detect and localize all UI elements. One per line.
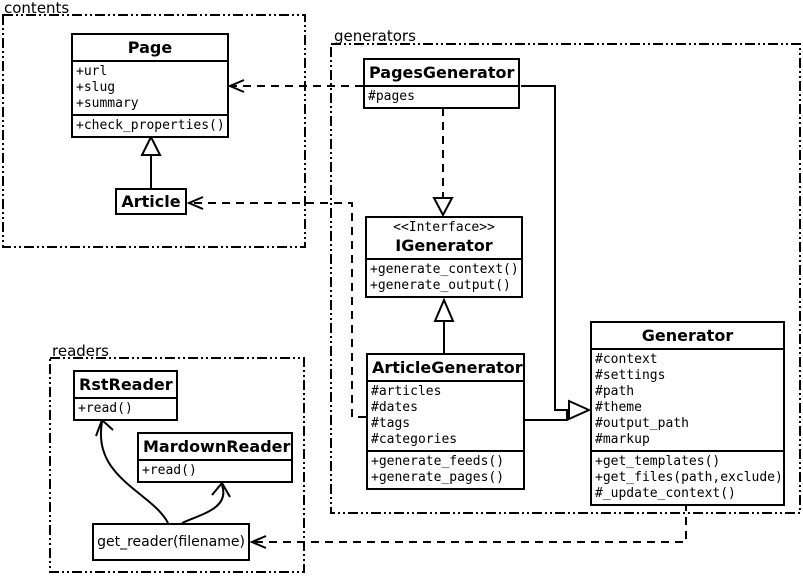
attribute: #pages: [368, 89, 415, 104]
function-get-reader-label: get_reader(filename): [97, 534, 245, 550]
attribute: #settings: [595, 368, 666, 383]
class-rstreader: RstReader +read(): [73, 370, 178, 421]
package-border-contents: [2, 14, 306, 248]
attribute: #path: [595, 384, 635, 399]
attribute: #articles: [371, 384, 442, 399]
arrowhead-into-getreader: [249, 535, 267, 549]
class-articlegenerator-title: ArticleGenerator: [372, 358, 523, 377]
attribute: +slug: [76, 80, 116, 95]
class-page-attributes: +url +slug +summary: [73, 60, 227, 114]
triangle-at-igenerator-top: [432, 197, 454, 218]
edge-articlegenerator-extends-generator: [525, 411, 568, 421]
class-rstreader-methods: +read(): [75, 397, 176, 419]
arrowhead-into-page: [227, 79, 245, 93]
class-pagesgenerator: PagesGenerator #pages: [363, 58, 520, 109]
class-mardownreader-methods: +read(): [139, 459, 291, 481]
class-page: Page +url +slug +summary +check_properti…: [71, 33, 229, 138]
class-mardownreader: MardownReader +read(): [137, 432, 293, 483]
class-generator: Generator #context #settings #path #them…: [590, 321, 785, 506]
package-label-generators: generators: [334, 27, 416, 45]
class-igenerator: <<Interface>> IGenerator +generate_conte…: [365, 216, 523, 298]
method: +read(): [142, 463, 197, 478]
attribute: #tags: [371, 416, 411, 431]
function-get-reader: get_reader(filename): [92, 523, 250, 561]
method: +generate_feeds(): [371, 454, 505, 469]
package-border-generators: [330, 43, 801, 514]
class-articlegenerator: ArticleGenerator #articles #dates #tags …: [366, 353, 525, 490]
class-page-methods: +check_properties(): [73, 114, 227, 136]
class-pagesgenerator-attributes: #pages: [365, 85, 518, 107]
class-articlegenerator-methods: +generate_feeds() +generate_pages(): [368, 450, 523, 488]
edge-getreader-to-rstreader: [99, 421, 169, 524]
method: #_update_context(): [595, 486, 736, 501]
class-generator-methods: +get_templates() +get_files(path,exclude…: [592, 450, 783, 504]
class-article: Article: [115, 188, 187, 215]
attribute: #theme: [595, 400, 642, 415]
attribute: #context: [595, 352, 658, 367]
method: +get_files(path,exclude): [595, 470, 783, 485]
triangle-at-igenerator-bottom: [433, 297, 455, 322]
method: +generate_context(): [370, 262, 519, 277]
package-label-contents: contents: [4, 0, 70, 17]
method: +generate_output(): [370, 278, 511, 293]
attribute: +summary: [76, 96, 139, 111]
arrowhead-into-mardownreader: [211, 481, 231, 498]
attribute: +url: [76, 64, 108, 79]
class-igenerator-title: IGenerator: [395, 236, 493, 255]
class-igenerator-stereotype: <<Interface>>: [393, 220, 495, 235]
class-rstreader-title: RstReader: [79, 375, 173, 394]
method: +get_templates(): [595, 454, 721, 469]
triangle-at-generator: [568, 399, 592, 421]
method: +read(): [78, 401, 133, 416]
class-article-title: Article: [121, 192, 181, 211]
method: +generate_pages(): [371, 470, 505, 485]
method: +check_properties(): [76, 118, 225, 133]
attribute: #categories: [371, 432, 458, 447]
edge-articlegenerator-uses-article: [191, 202, 366, 418]
edge-getreader-to-mardownreader: [181, 484, 225, 524]
edge-generator-uses-getreader: [254, 503, 687, 543]
package-label-readers: readers: [52, 342, 109, 360]
package-border-readers: [49, 357, 305, 573]
edge-pagesgenerator-extends-generator: [521, 85, 569, 411]
attribute: #markup: [595, 432, 650, 447]
arrowhead-into-rstreader: [95, 418, 114, 437]
class-pagesgenerator-title: PagesGenerator: [369, 63, 515, 82]
class-mardownreader-title: MardownReader: [143, 437, 291, 456]
class-generator-title: Generator: [641, 326, 734, 345]
attribute: #dates: [371, 400, 418, 415]
class-igenerator-methods: +generate_context() +generate_output(): [367, 258, 521, 296]
class-articlegenerator-attributes: #articles #dates #tags #categories: [368, 380, 523, 450]
class-generator-attributes: #context #settings #path #theme #output_…: [592, 348, 783, 450]
arrowhead-into-article: [186, 196, 204, 210]
class-page-title: Page: [127, 38, 173, 57]
attribute: #output_path: [595, 416, 689, 431]
triangle-at-page: [140, 134, 162, 156]
